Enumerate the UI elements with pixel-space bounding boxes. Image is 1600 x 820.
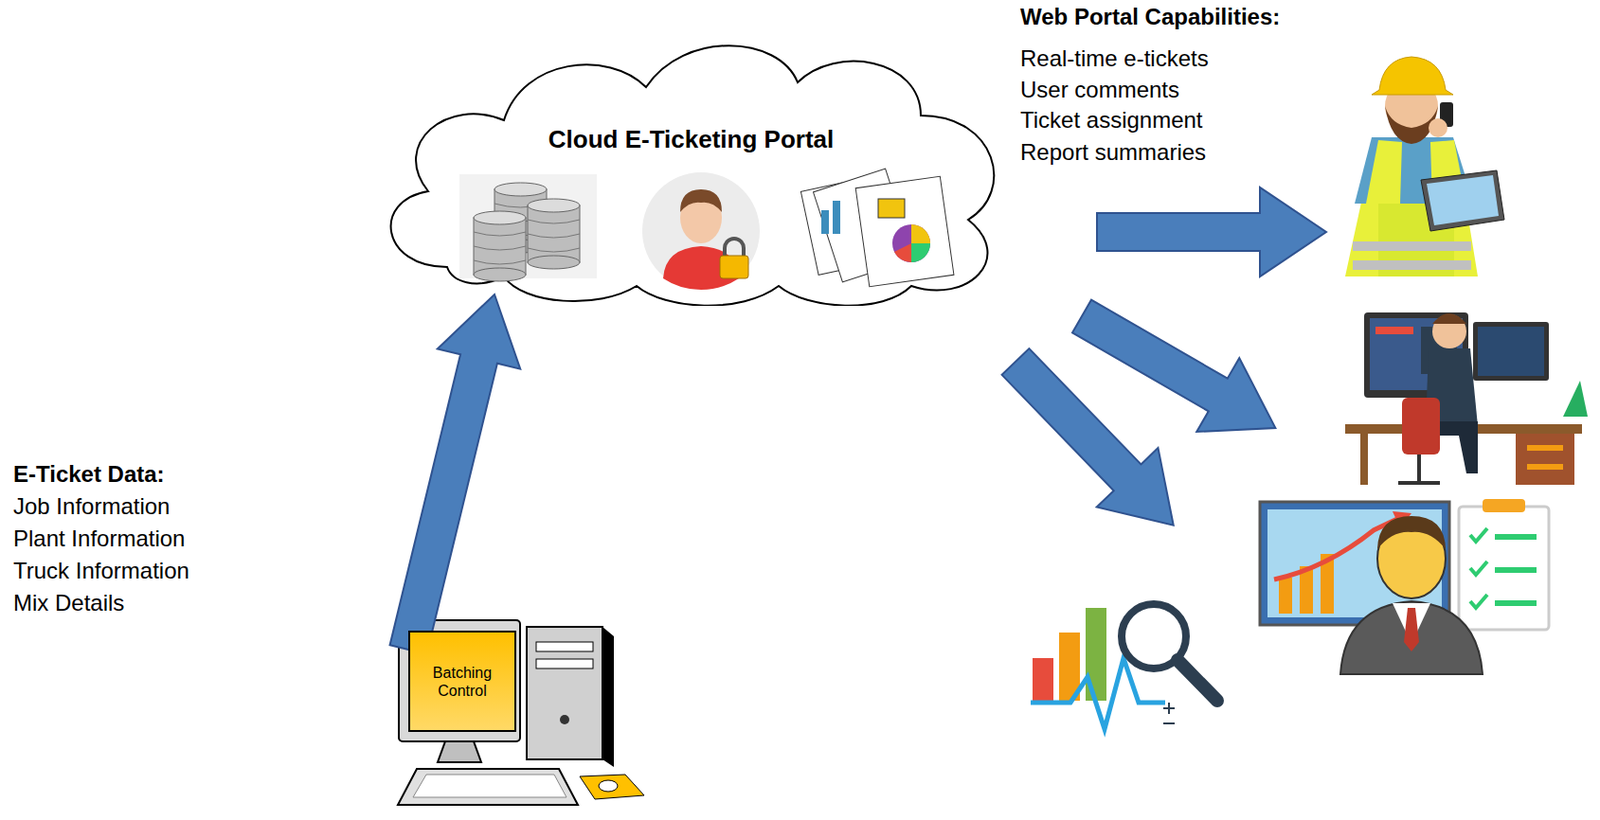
list-item: Truck Information	[13, 557, 190, 585]
list-item: Plant Information	[13, 525, 185, 553]
bar	[821, 210, 829, 234]
cylinder-band	[473, 260, 526, 265]
block-arrow-body	[366, 284, 536, 660]
cylinder-band	[527, 233, 580, 238]
pie-slice	[894, 243, 912, 263]
computer-illustration	[397, 620, 645, 806]
analytics-icon	[1030, 604, 1218, 730]
bar	[832, 200, 841, 234]
list-item: Real-time e-tickets	[1020, 45, 1209, 72]
cloud-shape	[391, 45, 995, 306]
cloud-outline	[361, 30, 1021, 306]
cylinder-band	[527, 248, 580, 252]
office-worker-illustration	[1345, 312, 1588, 486]
icon-ground	[459, 174, 597, 279]
block-arrow	[366, 284, 536, 660]
manager-illustration	[1259, 499, 1549, 675]
pie	[892, 224, 931, 263]
cylinder-body	[527, 205, 580, 263]
pie-slice	[911, 243, 931, 263]
list-item: Mix Details	[13, 590, 125, 617]
database-icon	[459, 174, 597, 282]
cylinder-band	[527, 219, 580, 224]
list-heading: Web Portal Capabilities:	[1020, 3, 1280, 31]
sticker	[878, 198, 905, 218]
cloud-node: Cloud E-Ticketing Portal	[361, 30, 1021, 306]
cylinder-body	[473, 217, 526, 275]
screen-label: Batching Control	[410, 660, 515, 704]
list-item: Ticket assignment	[1020, 107, 1204, 134]
cylinder-top	[527, 198, 580, 213]
field-worker-illustration	[1345, 56, 1505, 277]
cylinder-band	[473, 246, 526, 251]
list-item: Job Information	[13, 493, 170, 521]
cylinder-band	[473, 232, 526, 236]
user-hair	[680, 189, 722, 213]
lock-body	[719, 255, 749, 279]
cylinder-top	[473, 211, 526, 225]
paper	[855, 176, 954, 288]
cylinder-bottom	[527, 255, 580, 270]
lock-shackle	[724, 238, 744, 256]
pie-slice	[911, 224, 931, 244]
cylinder-bottom	[473, 268, 526, 282]
block-arrow	[985, 187, 1327, 556]
cylinder-top	[494, 182, 547, 197]
list-heading: E-Ticket Data:	[13, 461, 165, 488]
icon-ground	[642, 172, 760, 290]
report-icon	[800, 168, 954, 288]
list-item: Report summaries	[1020, 139, 1206, 166]
screen-node: Batching Control	[408, 630, 517, 733]
secure-user-icon	[642, 172, 760, 290]
list-item: User comments	[1020, 76, 1180, 104]
portal-title: Cloud E-Ticketing Portal	[361, 30, 1021, 154]
